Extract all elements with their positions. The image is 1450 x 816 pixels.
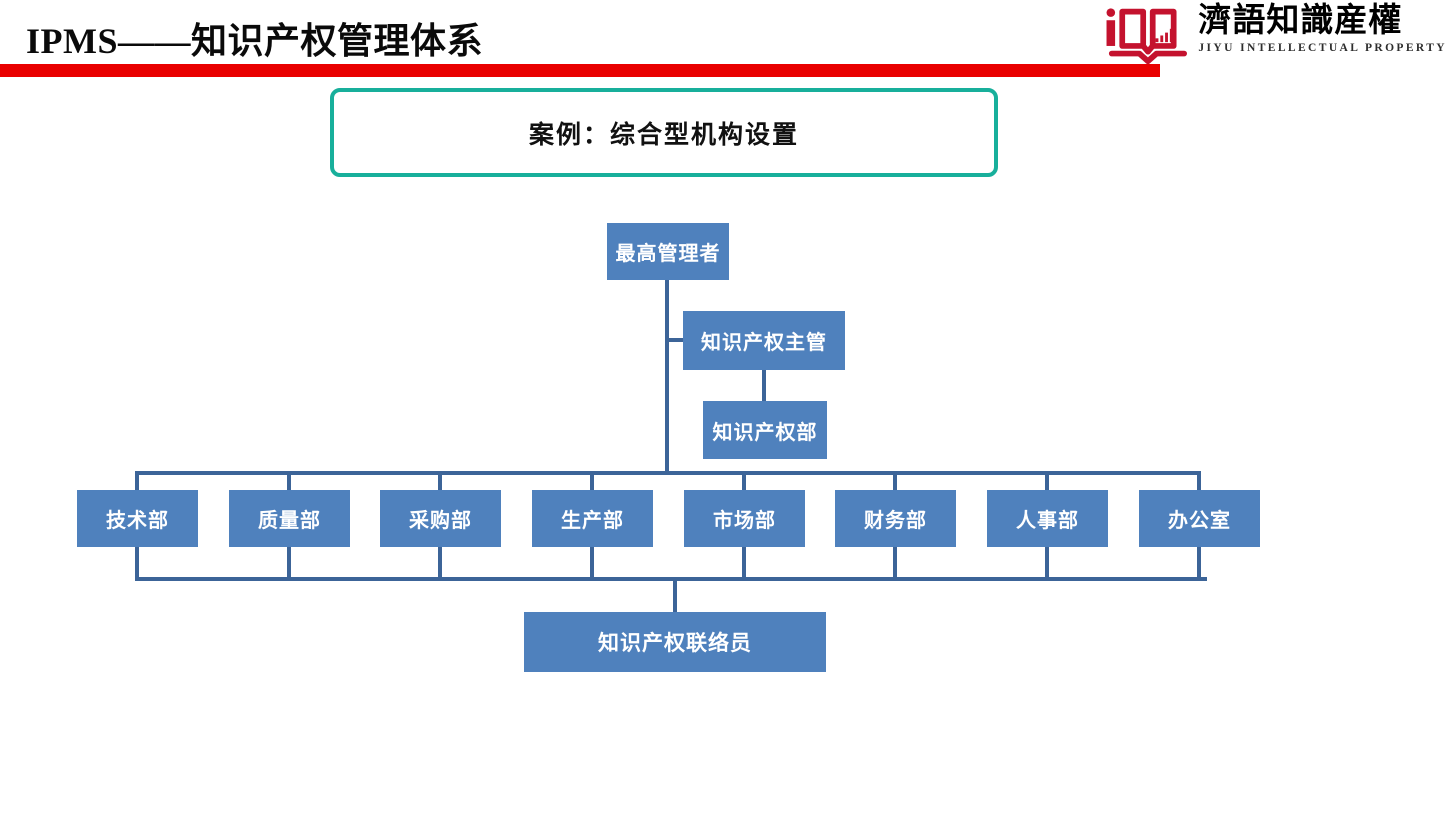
connector-drop-bottom xyxy=(590,547,594,579)
logo-name-cn: 濟語知識産權 xyxy=(1198,3,1403,39)
case-title-text: 案例：综合型机构设置 xyxy=(528,121,799,149)
org-node-dept-office: 办公室 xyxy=(1139,490,1260,547)
connector-top-horizontal xyxy=(135,471,1201,475)
open-book-chart-icon xyxy=(1106,8,1188,65)
connector-drop-bottom xyxy=(135,547,139,579)
org-node-dept-finance: 财务部 xyxy=(835,490,956,547)
connector-drop-bottom xyxy=(1045,547,1049,579)
page-title: IPMS——知识产权管理体系 xyxy=(26,21,484,61)
connector-drop-bottom xyxy=(438,547,442,579)
org-node-ip-supervisor: 知识产权主管 xyxy=(683,311,845,370)
connector-drop-top xyxy=(135,471,139,490)
connector-supervisor-to-ipdept xyxy=(762,370,766,401)
connector-root-vertical xyxy=(665,280,669,475)
case-title-box: 案例：综合型机构设置 xyxy=(330,88,998,177)
org-node-dept-technology: 技术部 xyxy=(77,490,198,547)
logo-name-en: JIYU INTELLECTUAL PROPERTY xyxy=(1198,41,1447,54)
connector-drop-top xyxy=(287,471,291,490)
org-node-ip-liaison: 知识产权联络员 xyxy=(524,612,826,672)
logo: 濟語知識産權 JIYU INTELLECTUAL PROPERTY xyxy=(1103,3,1447,65)
connector-drop-bottom xyxy=(742,547,746,579)
connector-drop-top xyxy=(1197,471,1201,490)
connector-drop-top xyxy=(438,471,442,490)
org-node-dept-marketing: 市场部 xyxy=(684,490,805,547)
org-node-dept-purchasing: 采购部 xyxy=(380,490,501,547)
org-node-dept-production: 生产部 xyxy=(532,490,653,547)
connector-drop-bottom xyxy=(287,547,291,579)
connector-drop-top xyxy=(742,471,746,490)
connector-liaison-vertical xyxy=(673,579,677,612)
title-underline-bar xyxy=(0,64,1160,77)
org-node-dept-hr: 人事部 xyxy=(987,490,1108,547)
org-node-dept-quality: 质量部 xyxy=(229,490,350,547)
connector-drop-top xyxy=(893,471,897,490)
connector-supervisor-stub xyxy=(669,338,683,342)
org-node-top-manager: 最高管理者 xyxy=(607,223,729,280)
org-node-ip-department: 知识产权部 xyxy=(703,401,827,459)
connector-drop-top xyxy=(590,471,594,490)
connector-drop-top xyxy=(1045,471,1049,490)
logo-text: 濟語知識産權 JIYU INTELLECTUAL PROPERTY xyxy=(1198,3,1447,54)
connector-drop-bottom xyxy=(893,547,897,579)
connector-bottom-horizontal xyxy=(135,577,1207,581)
connector-drop-bottom xyxy=(1197,547,1201,579)
